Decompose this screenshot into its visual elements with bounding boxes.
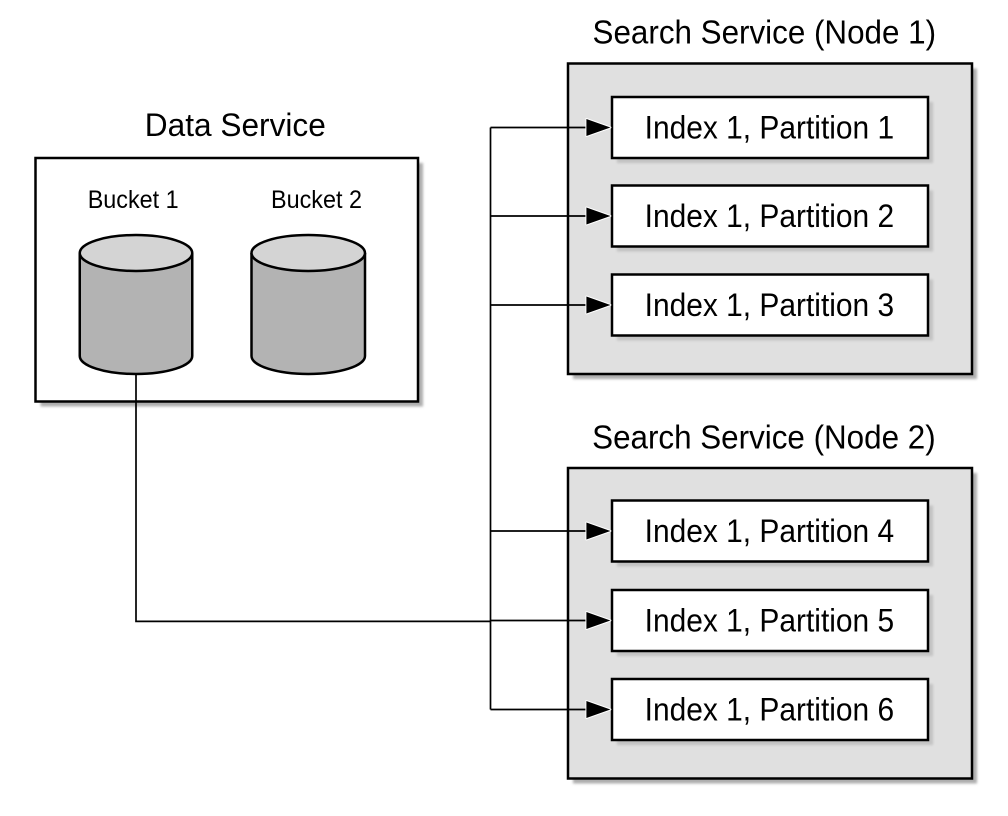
svg-text:Index 1, Partition 5: Index 1, Partition 5: [645, 603, 895, 639]
svg-text:Bucket 2: Bucket 2: [271, 186, 362, 214]
svg-text:Index 1, Partition 4: Index 1, Partition 4: [645, 513, 895, 549]
svg-text:Search Service (Node 2): Search Service (Node 2): [592, 419, 936, 456]
svg-text:Index 1, Partition 6: Index 1, Partition 6: [645, 692, 895, 728]
svg-text:Bucket 1: Bucket 1: [88, 186, 179, 214]
svg-text:Index 1, Partition 3: Index 1, Partition 3: [645, 287, 895, 323]
svg-text:Data Service: Data Service: [145, 107, 326, 143]
svg-text:Index 1, Partition 1: Index 1, Partition 1: [645, 110, 895, 146]
svg-text:Search Service (Node 1): Search Service (Node 1): [593, 14, 937, 51]
svg-text:Index 1, Partition 2: Index 1, Partition 2: [645, 198, 895, 234]
